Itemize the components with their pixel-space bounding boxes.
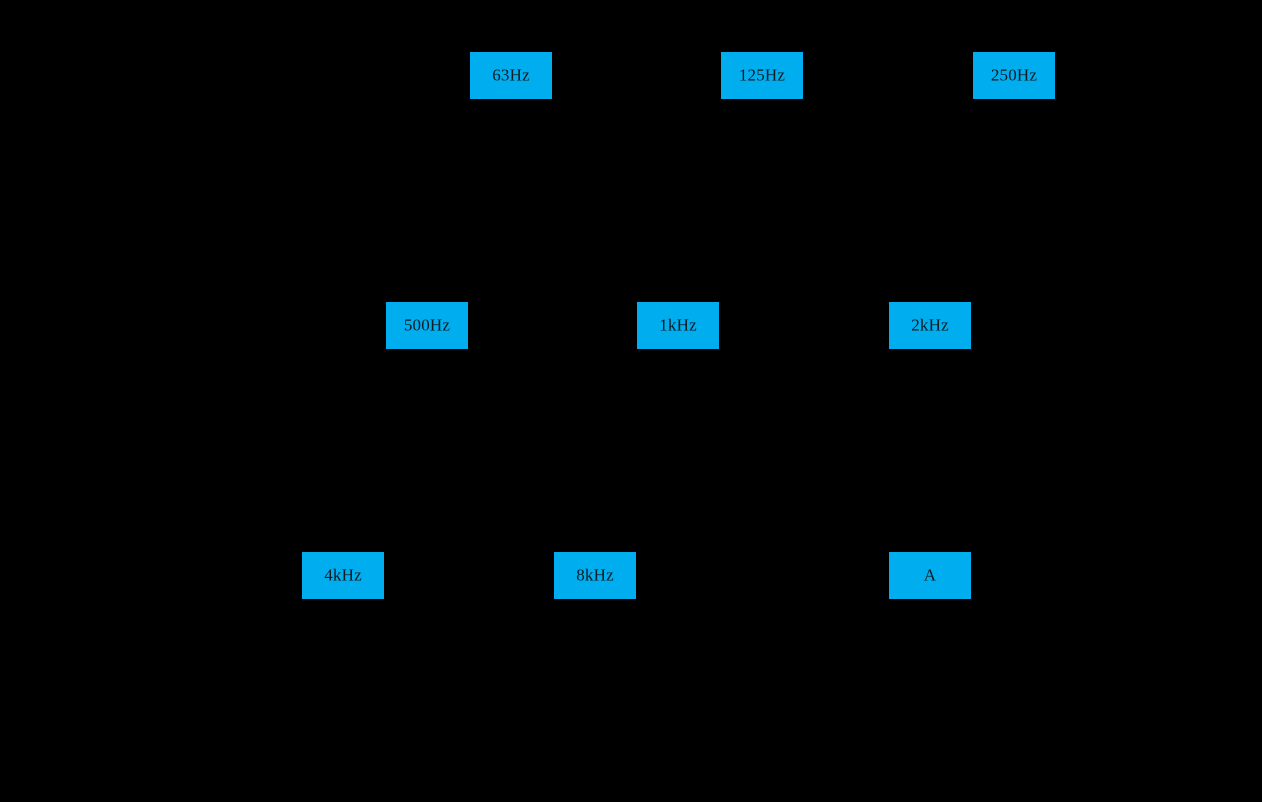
- band-box-label: 4kHz: [324, 565, 362, 585]
- band-box-1khz[interactable]: 1kHz: [637, 302, 719, 349]
- band-box-label: 2kHz: [911, 315, 949, 335]
- band-box-label: 125Hz: [738, 65, 786, 85]
- band-box-label: 250Hz: [990, 65, 1038, 85]
- band-box-label: 63Hz: [492, 65, 530, 85]
- band-box-250hz[interactable]: 250Hz: [973, 52, 1055, 99]
- band-box-4khz[interactable]: 4kHz: [302, 552, 384, 599]
- band-box-label: A: [923, 565, 937, 585]
- band-box-a[interactable]: A: [889, 552, 971, 599]
- band-box-label: 1kHz: [659, 315, 697, 335]
- band-box-label: 500Hz: [403, 315, 451, 335]
- band-box-2khz[interactable]: 2kHz: [889, 302, 971, 349]
- band-box-8khz[interactable]: 8kHz: [554, 552, 636, 599]
- band-box-500hz[interactable]: 500Hz: [386, 302, 468, 349]
- band-box-125hz[interactable]: 125Hz: [721, 52, 803, 99]
- band-box-63hz[interactable]: 63Hz: [470, 52, 552, 99]
- band-box-label: 8kHz: [576, 565, 614, 585]
